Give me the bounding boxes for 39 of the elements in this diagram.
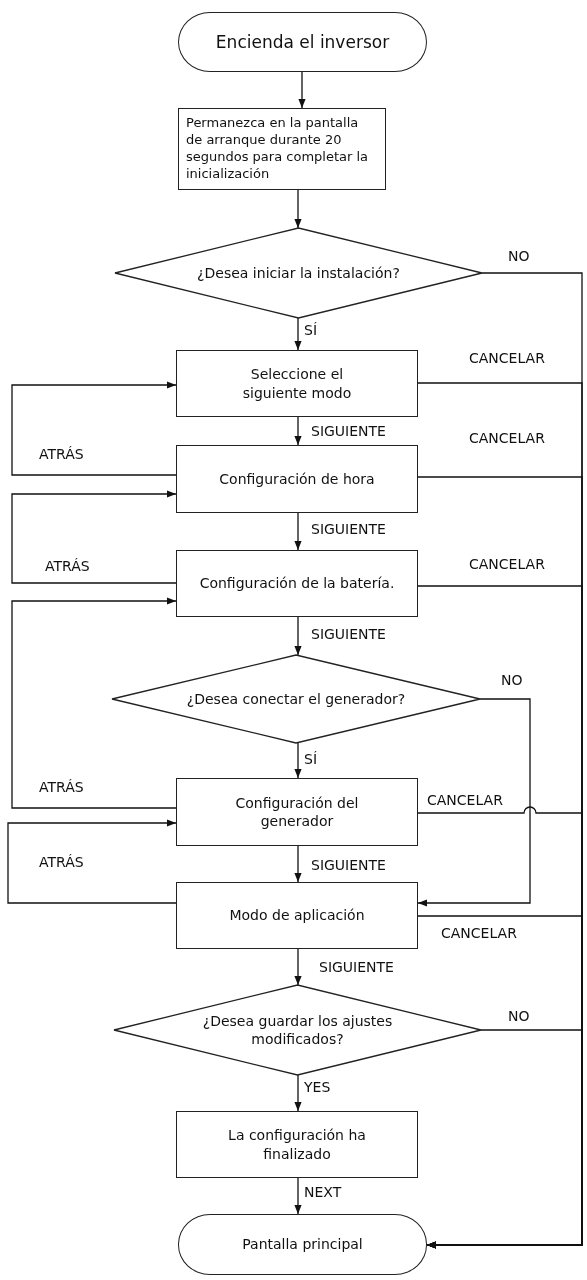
node-text: ¿Desea conectar el generador? (186, 689, 406, 709)
connector-arrow (7, 819, 177, 904)
process-box (176, 550, 418, 617)
connector-arrow (294, 317, 302, 351)
connector-arrow (294, 189, 302, 229)
node-text: La configuración ha finalizado (227, 1126, 367, 1163)
node-text: ¿Desea iniciar la instalación? (197, 263, 400, 283)
node-text: Configuración del generador (234, 793, 360, 831)
decision-diamond (112, 655, 480, 743)
process-box (176, 778, 418, 846)
connector-arrow (294, 616, 302, 656)
node-text: Encienda el inversor (215, 30, 390, 54)
connector-arrow (294, 1177, 302, 1215)
decision-diamond (115, 228, 482, 318)
connector-arrow (294, 742, 302, 779)
connector-arrow (11, 597, 177, 809)
node-text: Configuración de la batería. (199, 574, 395, 593)
connector-arrow (294, 512, 302, 551)
decision-diamond (114, 985, 481, 1075)
process-box (176, 445, 418, 513)
connector-arrow (426, 1029, 583, 1249)
connector-arrow (294, 948, 302, 986)
connector-arrow (11, 490, 177, 584)
node-text: Configuración de hora (219, 469, 375, 489)
process-box (178, 108, 386, 190)
process-box (176, 882, 418, 949)
node-text: Permanezca en la pantalla de arranque durante 20 segundos para completar la inicialización (186, 115, 370, 183)
connector-arrow (417, 698, 531, 907)
node-text: ¿Desea guardar los ajustes modificados? (201, 1011, 394, 1049)
process-box (176, 350, 418, 417)
process-box (176, 1111, 418, 1178)
connector-arrow (294, 1074, 302, 1112)
node-text: Seleccione el siguiente modo (241, 365, 353, 402)
connector-arrow (294, 416, 302, 446)
connector-arrow (11, 381, 177, 476)
connector-arrow (298, 71, 306, 109)
node-text: Modo de aplicación (229, 906, 365, 925)
node-text: Pantalla principal (242, 1235, 363, 1254)
connector-arrow (294, 845, 302, 883)
